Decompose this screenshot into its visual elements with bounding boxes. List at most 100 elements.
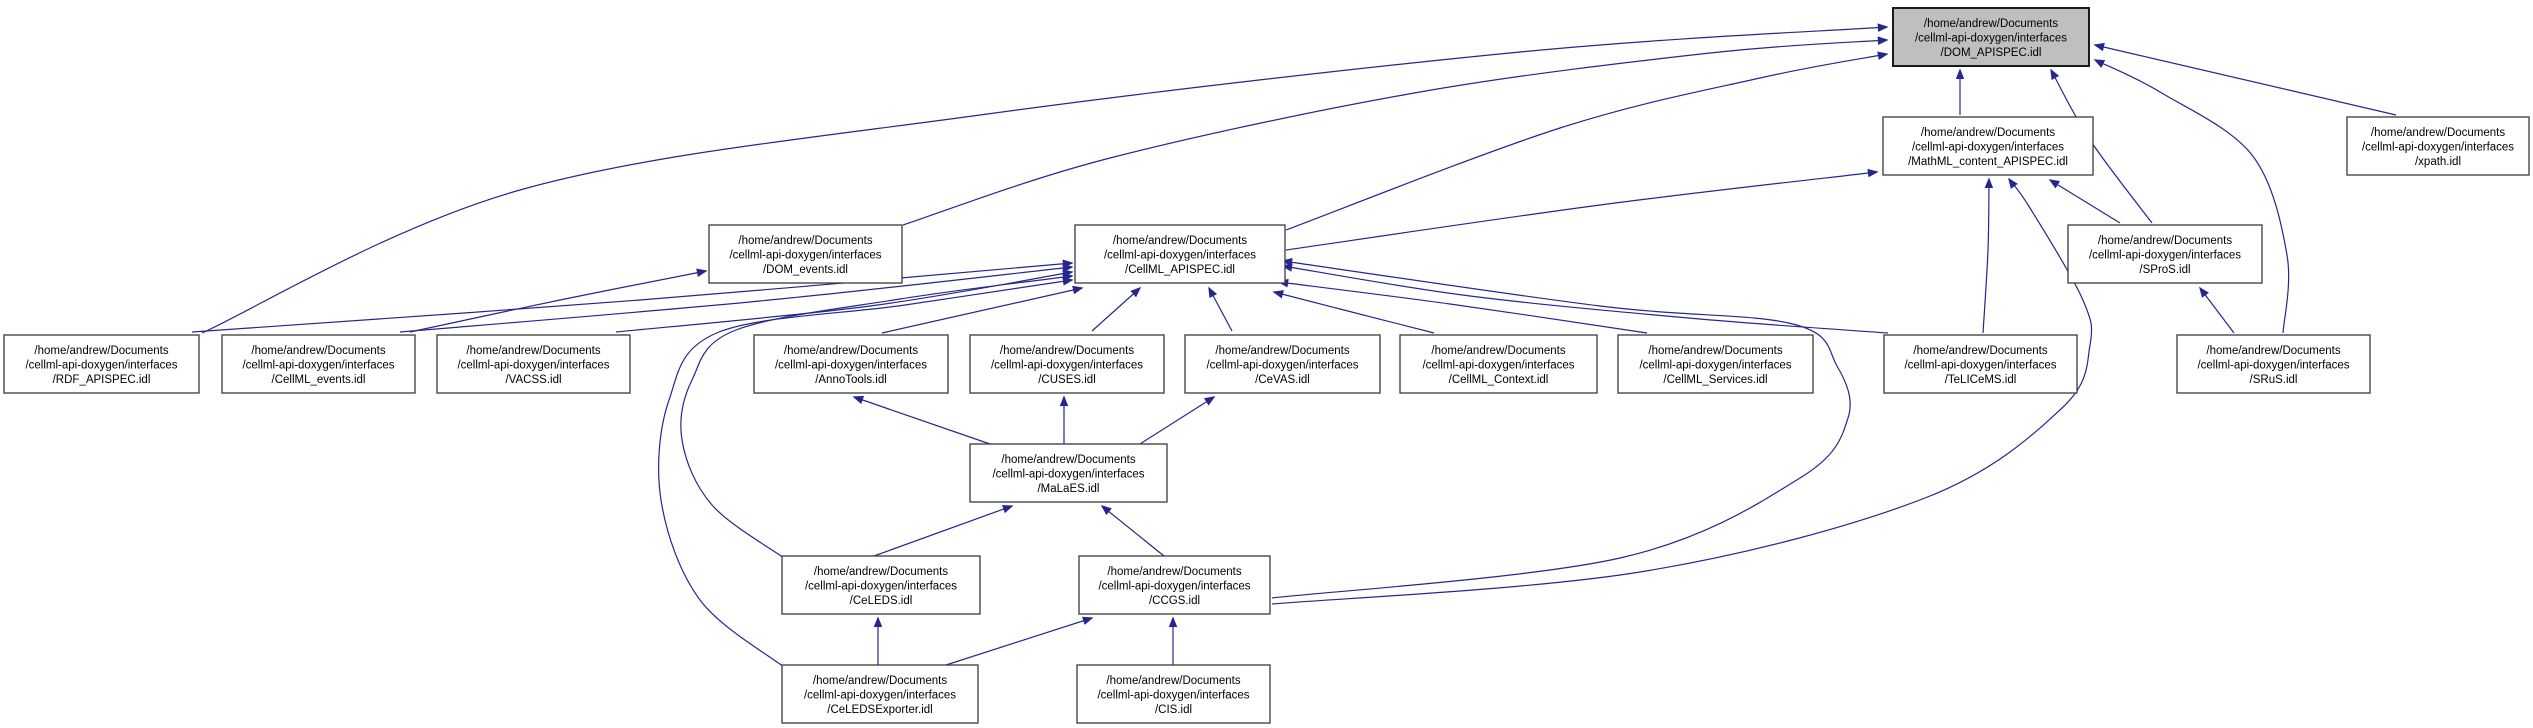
edge-dom_events-to-dom_apispec: [902, 36, 1889, 226]
node-dom_apispec[interactable]: /home/andrew/Documents/cellml-api-doxyge…: [1892, 7, 2090, 67]
node-cuses[interactable]: /home/andrew/Documents/cellml-api-doxyge…: [969, 334, 1165, 394]
node-label-line: /VACSS.idl: [505, 374, 561, 386]
edge-cellml_events-to-cellml_apispec: [399, 263, 1074, 333]
node-box[interactable]: [1399, 334, 1598, 394]
node-label-line: /cellml-api-doxygen/interfaces: [1104, 250, 1256, 262]
node-label-line: /CCGS.idl: [1149, 595, 1200, 607]
edge-celedsexporter-to-cellml_apispec: [658, 277, 1074, 668]
node-label-line: /home/andrew/Documents: [1000, 345, 1134, 357]
node-label-line: /home/andrew/Documents: [814, 566, 948, 578]
node-box[interactable]: [708, 224, 903, 284]
node-box[interactable]: [221, 334, 416, 394]
node-label-line: /home/andrew/Documents: [1913, 345, 2047, 357]
node-box[interactable]: [1078, 555, 1271, 615]
node-label-line: /home/andrew/Documents: [1924, 18, 2058, 30]
node-label-line: /cellml-api-doxygen/interfaces: [25, 360, 177, 372]
edge-rdf-to-dom_apispec: [201, 23, 1889, 334]
node-label-line: /home/andrew/Documents: [2206, 345, 2340, 357]
node-label-line: /home/andrew/Documents: [784, 345, 918, 357]
node-cevas[interactable]: /home/andrew/Documents/cellml-api-doxyge…: [1184, 334, 1381, 394]
node-dom_events[interactable]: /home/andrew/Documents/cellml-api-doxyge…: [708, 224, 903, 284]
node-box[interactable]: [753, 334, 949, 394]
node-cellml_context[interactable]: /home/andrew/Documents/cellml-api-doxyge…: [1399, 334, 1598, 394]
node-label-line: /CeVAS.idl: [1255, 374, 1310, 386]
edge-spros-to-mathml: [2048, 179, 2121, 224]
edge-cellml_events-to-dom_events: [409, 268, 708, 333]
node-celeds[interactable]: /home/andrew/Documents/cellml-api-doxyge…: [781, 555, 981, 615]
node-label-line: /home/andrew/Documents: [1648, 345, 1782, 357]
node-label-line: /CellML_Context.idl: [1449, 374, 1549, 386]
node-box-highlighted[interactable]: [1892, 7, 2090, 67]
node-label-line: /home/andrew/Documents: [813, 675, 947, 687]
node-label-line: /cellml-api-doxygen/interfaces: [1915, 33, 2067, 45]
node-label-line: /cellml-api-doxygen/interfaces: [804, 690, 956, 702]
node-label-line: /home/andrew/Documents: [2371, 127, 2505, 139]
node-cellml_services[interactable]: /home/andrew/Documents/cellml-api-doxyge…: [1617, 334, 1814, 394]
node-box[interactable]: [3, 334, 200, 394]
node-label-line: /home/andrew/Documents: [34, 345, 168, 357]
node-label-line: /cellml-api-doxygen/interfaces: [1639, 360, 1791, 372]
node-cis[interactable]: /home/andrew/Documents/cellml-api-doxyge…: [1076, 664, 1271, 724]
node-box[interactable]: [1184, 334, 1381, 394]
edge-srus-to-spros: [2199, 286, 2235, 334]
node-label-line: /CellML_events.idl: [272, 374, 366, 386]
node-box[interactable]: [1883, 334, 2078, 394]
node-srus[interactable]: /home/andrew/Documents/cellml-api-doxyge…: [2176, 334, 2371, 394]
node-label-line: /TeLICeMS.idl: [1945, 374, 2017, 386]
node-label-line: /home/andrew/Documents: [1107, 566, 1241, 578]
edge-cellml_apispec-to-dom_apispec: [1285, 51, 1889, 231]
node-label-line: /DOM_APISPEC.idl: [1941, 47, 2042, 59]
node-box[interactable]: [436, 334, 631, 394]
node-label-line: /SProS.idl: [2139, 264, 2190, 276]
edge-srus-to-dom_apispec: [2093, 59, 2290, 334]
node-ccgs[interactable]: /home/andrew/Documents/cellml-api-doxyge…: [1078, 555, 1271, 615]
node-label-line: /CeLEDS.idl: [850, 595, 913, 607]
node-annotools[interactable]: /home/andrew/Documents/cellml-api-doxyge…: [753, 334, 949, 394]
node-spros[interactable]: /home/andrew/Documents/cellml-api-doxyge…: [2067, 224, 2263, 284]
edge-telicems-to-mathml: [1982, 177, 1994, 334]
node-label-line: /cellml-api-doxygen/interfaces: [805, 581, 957, 593]
node-label-line: /cellml-api-doxygen/interfaces: [1904, 360, 2056, 372]
node-label-line: /cellml-api-doxygen/interfaces: [457, 360, 609, 372]
edge-rdf-to-cellml_apispec: [191, 259, 1074, 333]
edge-cuses-to-cellml_apispec: [1091, 286, 1142, 332]
edge-telicems-to-cellml_apispec: [1281, 263, 1889, 334]
node-telicems[interactable]: /home/andrew/Documents/cellml-api-doxyge…: [1883, 334, 2078, 394]
node-label-line: /cellml-api-doxygen/interfaces: [2197, 360, 2349, 372]
edge-ccgs-to-cellml_apispec: [1271, 258, 1851, 599]
node-cellml_events[interactable]: /home/andrew/Documents/cellml-api-doxyge…: [221, 334, 416, 394]
node-label-line: /cellml-api-doxygen/interfaces: [775, 360, 927, 372]
node-label-line: /xpath.idl: [2415, 156, 2461, 168]
node-mathml[interactable]: /home/andrew/Documents/cellml-api-doxyge…: [1882, 116, 2094, 176]
node-box[interactable]: [1882, 116, 2094, 176]
edge-malaes-to-annotools: [852, 395, 991, 445]
node-label-line: /CellML_APISPEC.idl: [1125, 264, 1235, 276]
node-malaes[interactable]: /home/andrew/Documents/cellml-api-doxyge…: [969, 443, 1168, 503]
node-cellml_apispec[interactable]: /home/andrew/Documents/cellml-api-doxyge…: [1074, 224, 1286, 284]
node-celedsexporter[interactable]: /home/andrew/Documents/cellml-api-doxyge…: [781, 664, 979, 724]
node-label-line: /home/andrew/Documents: [1431, 345, 1565, 357]
node-box[interactable]: [2067, 224, 2263, 284]
node-rdf[interactable]: /home/andrew/Documents/cellml-api-doxyge…: [3, 334, 200, 394]
node-xpath[interactable]: /home/andrew/Documents/cellml-api-doxyge…: [2346, 116, 2530, 176]
node-box[interactable]: [2176, 334, 2371, 394]
node-label-line: /home/andrew/Documents: [2098, 235, 2232, 247]
node-box[interactable]: [781, 555, 981, 615]
node-box[interactable]: [969, 334, 1165, 394]
node-box[interactable]: [781, 664, 979, 724]
node-label-line: /cellml-api-doxygen/interfaces: [2362, 142, 2514, 154]
node-box[interactable]: [1076, 664, 1271, 724]
node-box[interactable]: [1074, 224, 1286, 284]
node-label-line: /cellml-api-doxygen/interfaces: [242, 360, 394, 372]
node-vacss[interactable]: /home/andrew/Documents/cellml-api-doxyge…: [436, 334, 631, 394]
edge-annotools-to-cellml_apispec: [881, 285, 1084, 334]
edge-ccgs-to-mathml: [1271, 177, 2093, 605]
edge-celeds-to-cellml_apispec: [680, 272, 1074, 559]
node-box[interactable]: [969, 443, 1168, 503]
edge-ccgs-to-malaes: [1100, 504, 1165, 557]
node-box[interactable]: [2346, 116, 2530, 176]
node-box[interactable]: [1617, 334, 1814, 394]
node-label-line: /home/andrew/Documents: [738, 235, 872, 247]
